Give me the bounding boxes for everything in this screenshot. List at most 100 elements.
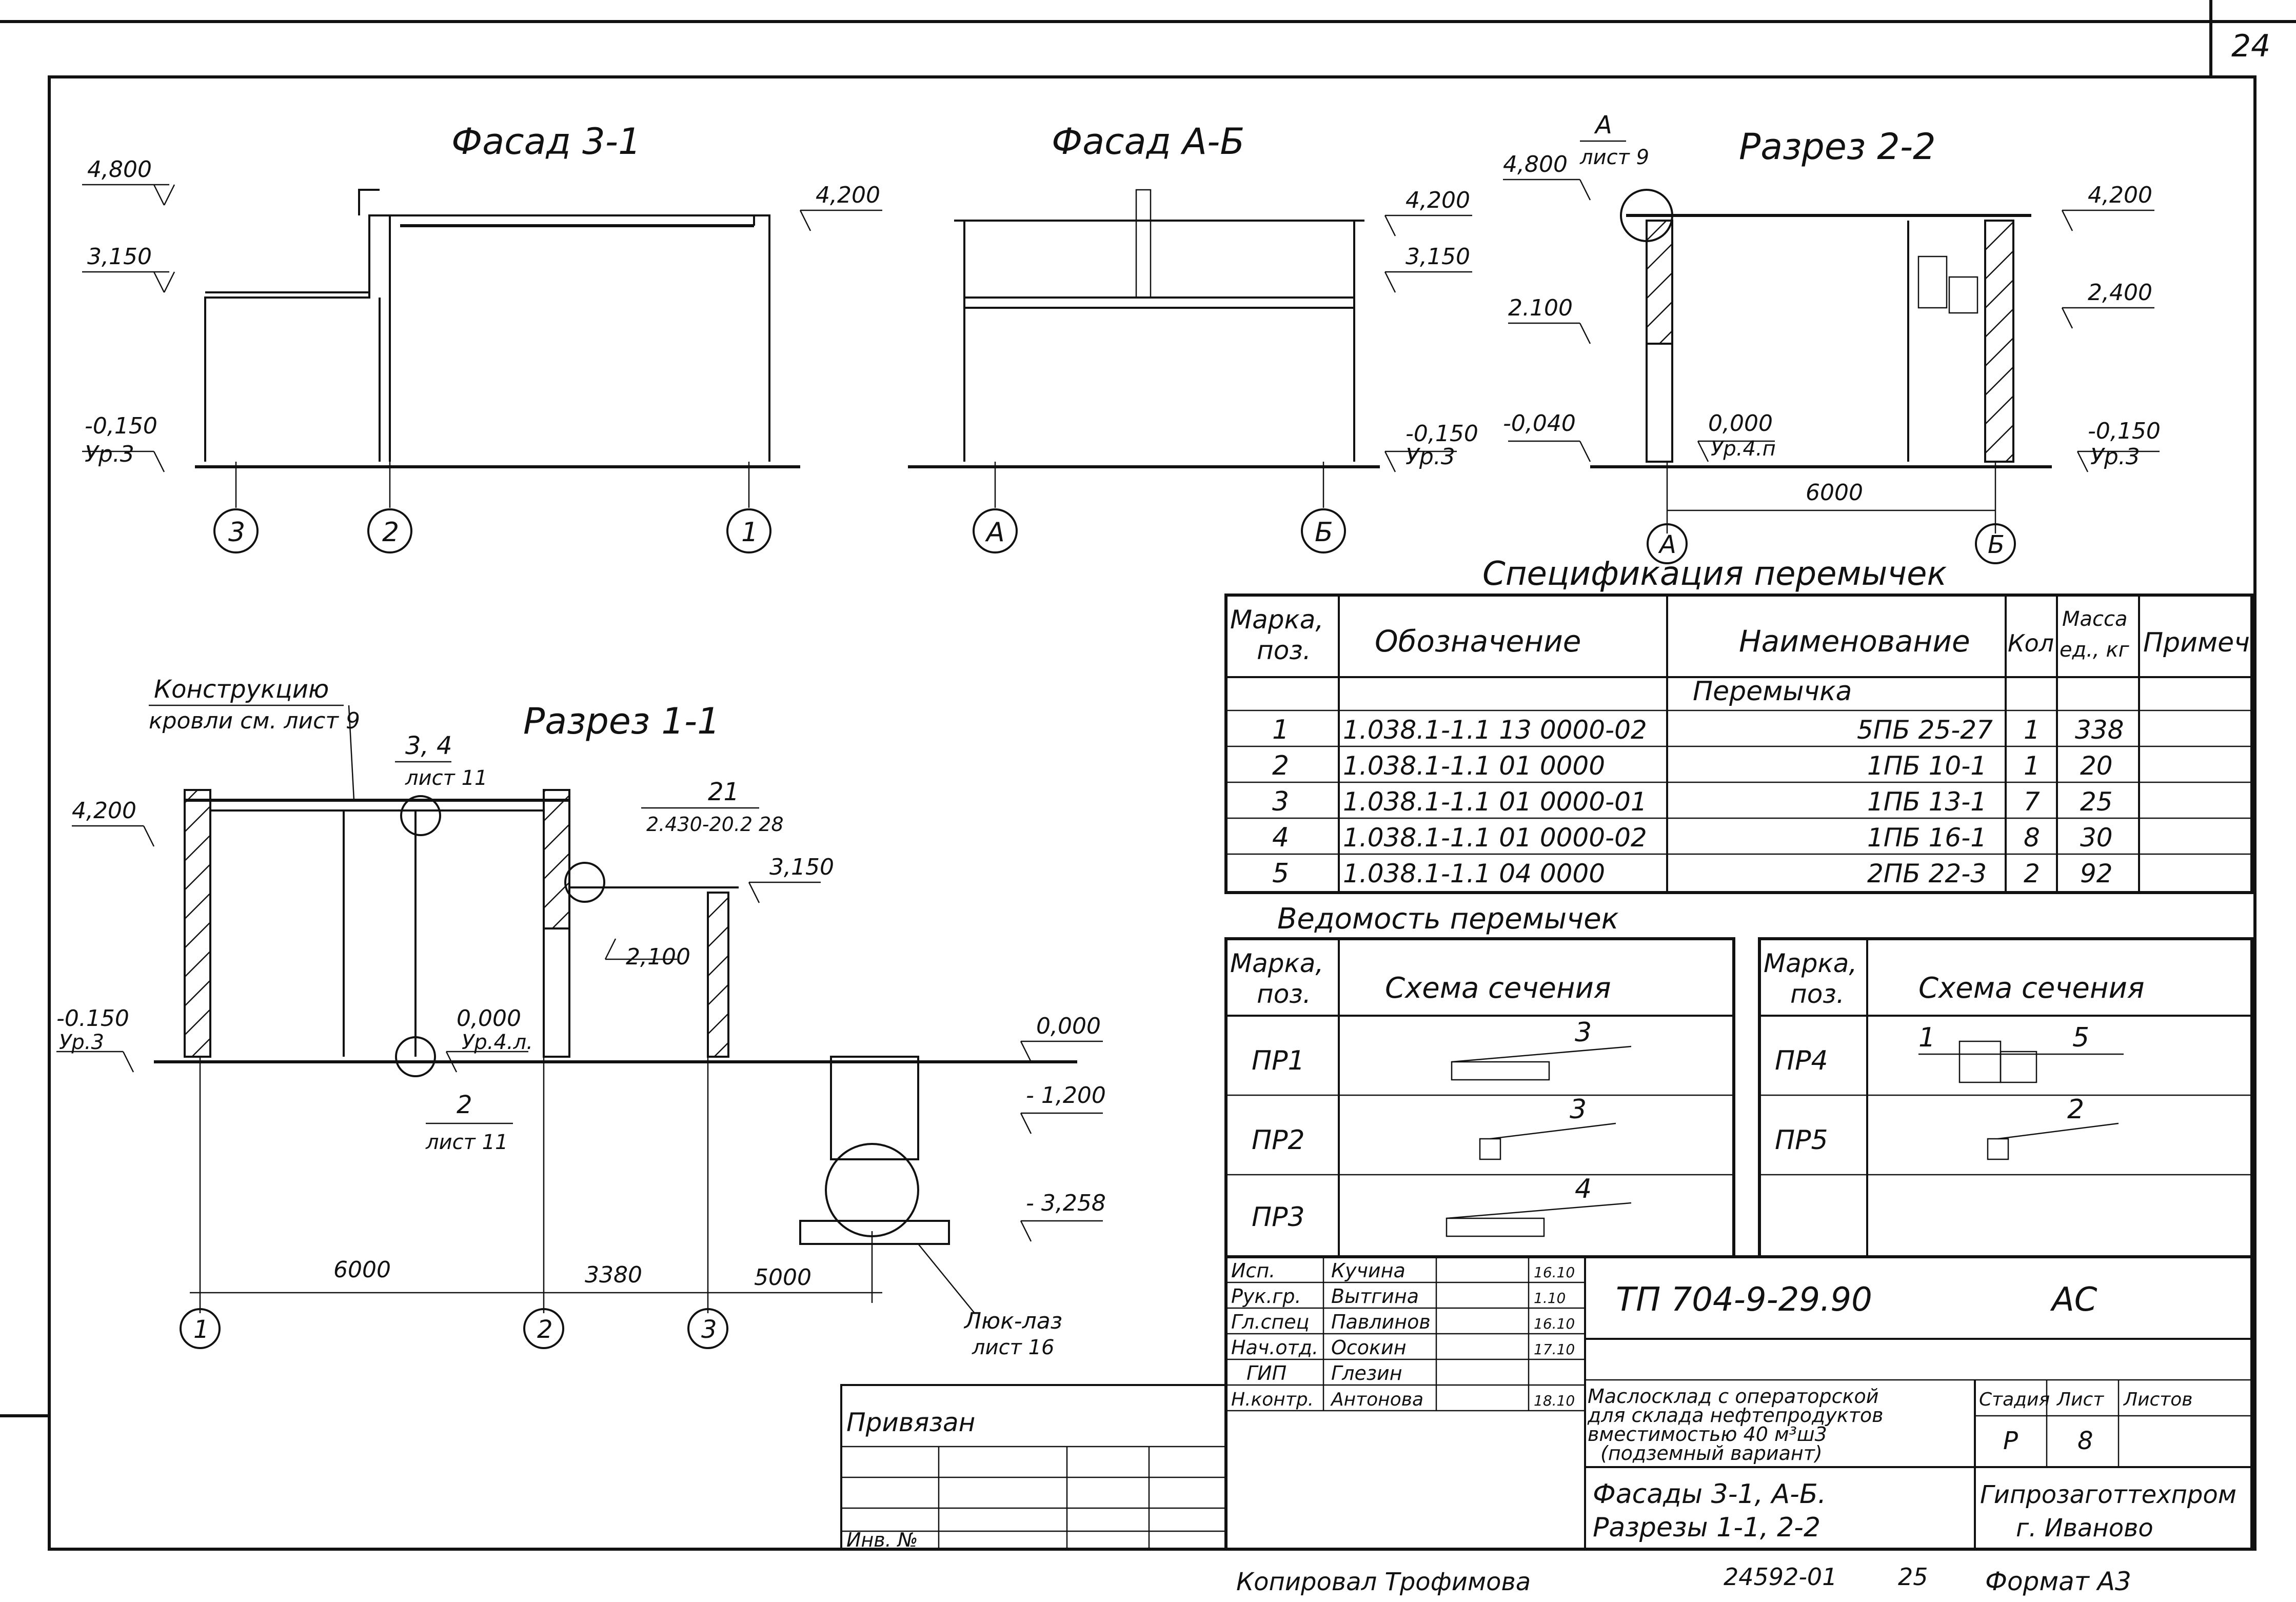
svg-text:3,150: 3,150 xyxy=(1406,244,1470,270)
svg-text:16.10: 16.10 xyxy=(1534,1315,1575,1332)
svg-text:А: А xyxy=(985,517,1005,548)
organization-city: г. Иваново xyxy=(2016,1514,2153,1542)
svg-text:ГИП: ГИП xyxy=(1246,1362,1286,1385)
svg-text:Б: Б xyxy=(1988,530,2005,559)
svg-text:2.100: 2.100 xyxy=(1508,295,1573,321)
sheet-format: Формат А3 xyxy=(1985,1567,2131,1596)
elevation-mark: 4,800 xyxy=(82,156,175,206)
svg-text:лист 16: лист 16 xyxy=(972,1336,1054,1359)
copied-by: Копировал Трофимова xyxy=(1236,1568,1531,1596)
svg-text:2,100: 2,100 xyxy=(626,944,690,970)
svg-text:2: 2 xyxy=(537,1315,553,1344)
schedule-row: ПР3 4 xyxy=(1252,1174,1632,1237)
group-label: Перемычка xyxy=(1693,676,1852,707)
svg-text:17.10: 17.10 xyxy=(1534,1341,1575,1358)
svg-text:Б: Б xyxy=(1315,517,1333,548)
svg-text:1.10: 1.10 xyxy=(1534,1290,1566,1307)
svg-text:-0.150: -0.150 xyxy=(56,1005,129,1032)
signature-row: Н.контр. Антонова 18.10 xyxy=(1231,1389,1575,1410)
axis-bubble: Б xyxy=(1301,508,1346,553)
table-row: 3 1.038.1-1.1 01 0000-01 1ПБ 13-1 7 25 xyxy=(1272,786,2113,817)
svg-text:Глезин: Глезин xyxy=(1331,1362,1402,1385)
svg-text:Листов: Листов xyxy=(2123,1389,2192,1410)
svg-text:1.038.1-1.1 01 0000-01: 1.038.1-1.1 01 0000-01 xyxy=(1343,787,1647,817)
dim-label: 5000 xyxy=(754,1264,811,1291)
svg-text:4,200: 4,200 xyxy=(1406,187,1470,213)
svg-text:(подземный вариант): (подземный вариант) xyxy=(1600,1442,1823,1465)
svg-text:Ур.3: Ур.3 xyxy=(59,1031,104,1054)
col-header: Обозначение xyxy=(1375,624,1581,659)
svg-text:4,200: 4,200 xyxy=(72,798,136,824)
elev-label: 3,150 xyxy=(87,244,152,270)
svg-text:1: 1 xyxy=(2024,715,2040,745)
svg-text:1: 1 xyxy=(1918,1022,1935,1053)
svg-text:Гл.спец: Гл.спец xyxy=(1231,1311,1310,1333)
elevation-mark: - 1,200 xyxy=(1020,1082,1106,1134)
svg-text:лист 11: лист 11 xyxy=(425,1131,508,1154)
svg-text:1.038.1-1.1 13 0000-02: 1.038.1-1.1 13 0000-02 xyxy=(1343,715,1647,745)
svg-text:2: 2 xyxy=(457,1091,472,1119)
facade-3-1: Фасад 3-1 4,800 3,150 -0,150 Ур.3 4,200 xyxy=(82,121,882,553)
svg-text:Н.контр.: Н.контр. xyxy=(1231,1389,1314,1410)
section-2-2: Разрез 2-2 А лист 9 4,800 2.100 -0,040 0… xyxy=(1503,111,2161,564)
dim-label: 6000 xyxy=(333,1257,391,1283)
axis-bubble: 1 xyxy=(726,508,771,553)
svg-text:Осокин: Осокин xyxy=(1331,1336,1407,1359)
stage-value: Р xyxy=(2003,1427,2018,1455)
svg-text:Нач.отд.: Нач.отд. xyxy=(1231,1336,1318,1359)
svg-text:5: 5 xyxy=(2072,1022,2089,1053)
svg-text:2: 2 xyxy=(382,517,399,548)
svg-text:1ПБ 13-1: 1ПБ 13-1 xyxy=(1867,787,1987,817)
bound-label: Привязан xyxy=(846,1408,975,1437)
organization: Гипрозаготтехпром xyxy=(1980,1480,2236,1509)
elevation-mark: -0,150 Ур.3 xyxy=(2076,418,2161,472)
signature-row: ГИП Глезин xyxy=(1246,1362,1402,1385)
svg-text:Кучина: Кучина xyxy=(1331,1259,1406,1282)
svg-text:Марка,: Марка, xyxy=(1764,948,1857,978)
svg-text:92: 92 xyxy=(2080,859,2113,888)
svg-text:1.038.1-1.1 01 0000: 1.038.1-1.1 01 0000 xyxy=(1343,751,1605,781)
svg-text:ПР1: ПР1 xyxy=(1252,1045,1305,1076)
svg-text:4: 4 xyxy=(1272,822,1289,853)
doc-code: ТП 704-9-29.90 xyxy=(1616,1281,1872,1319)
axis-bubble: 1 xyxy=(180,1308,221,1349)
elevation-mark: - 3,258 xyxy=(1020,1190,1106,1242)
facade-3-1-title: Фасад 3-1 xyxy=(451,121,641,163)
axis-bubble: 3 xyxy=(213,508,259,553)
elevation-mark: 0,000 Ур.4.п xyxy=(1697,410,1776,462)
svg-text:4,200: 4,200 xyxy=(2088,182,2152,208)
elevation-mark: 4,800 xyxy=(1503,151,1591,201)
svg-text:4,800: 4,800 xyxy=(1503,151,1568,177)
svg-text:0,000: 0,000 xyxy=(1708,410,1773,437)
svg-text:кровли см. лист 9: кровли см. лист 9 xyxy=(149,708,360,734)
svg-text:30: 30 xyxy=(2080,823,2113,853)
svg-text:поз.: поз. xyxy=(1257,979,1311,1009)
drawing-title-line2: Разрезы 1-1, 2-2 xyxy=(1593,1512,1820,1543)
elevation-mark: 0,000 Ур.4.л. xyxy=(445,1005,533,1073)
svg-text:Лист: Лист xyxy=(2056,1389,2104,1410)
elevation-mark: 2,400 xyxy=(2061,280,2154,329)
elev-label: 4,200 xyxy=(816,182,880,208)
svg-text:3: 3 xyxy=(1272,786,1289,817)
title-block: Исп. Кучина 16.10 Рук.гр. Вытгина 1.10 Г… xyxy=(1224,1255,2253,1551)
svg-text:7: 7 xyxy=(2024,787,2040,817)
elevation-mark: 2.100 xyxy=(1508,295,1591,344)
schedule-row: ПР2 3 xyxy=(1252,1094,1616,1160)
drawing-title-line1: Фасады 3-1, А-Б. xyxy=(1593,1479,1826,1510)
svg-text:2: 2 xyxy=(2024,859,2040,888)
col-header: Марка, xyxy=(1230,605,1323,635)
svg-text:1: 1 xyxy=(2024,751,2040,781)
axis-bubble: Б xyxy=(1975,523,2016,564)
elevation-mark: 4,200 xyxy=(1384,187,1472,236)
table-row: 2 1.038.1-1.1 01 0000 1ПБ 10-1 1 20 xyxy=(1272,750,2113,781)
svg-text:поз.: поз. xyxy=(1790,979,1845,1009)
svg-text:Конструкцию: Конструкцию xyxy=(154,675,329,704)
col-header: поз. xyxy=(1257,636,1311,665)
svg-text:5: 5 xyxy=(1272,858,1289,889)
svg-text:Павлинов: Павлинов xyxy=(1331,1311,1431,1333)
binding-block: Привязан Инв. № xyxy=(840,1384,1227,1551)
svg-text:338: 338 xyxy=(2075,715,2124,745)
svg-text:3: 3 xyxy=(1575,1017,1592,1048)
svg-text:Люк-лаз: Люк-лаз xyxy=(963,1308,1062,1334)
lintel-schedule: Ведомость перемычек Марка, поз. Схема се… xyxy=(1224,902,2253,1258)
